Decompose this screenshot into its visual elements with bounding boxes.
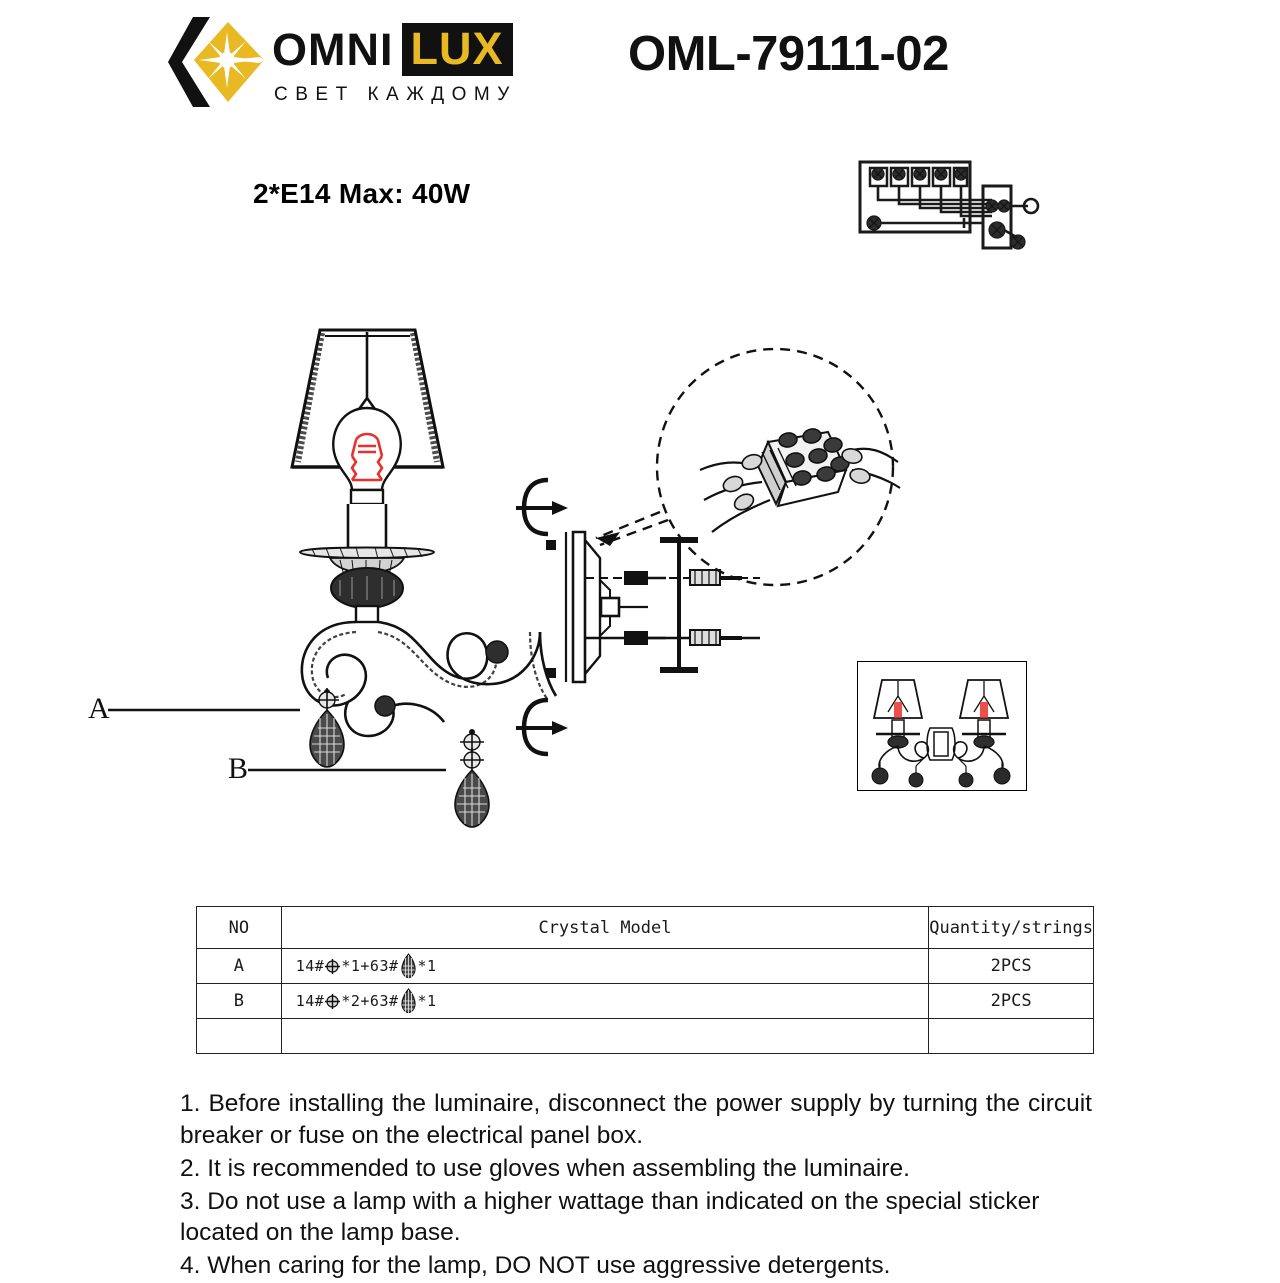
scroll-arm-icon	[300, 620, 558, 738]
round-crystal-bead-icon	[324, 957, 341, 975]
row-quantity: 2PCS	[928, 983, 1094, 1019]
page-header: OMNI LUX СВЕТ КАЖДОМУ OML-79111-02	[0, 0, 1280, 130]
product-code: OML-79111-02	[628, 27, 949, 81]
alignment-dot	[546, 540, 556, 550]
brand-omni-text: OMNI	[272, 23, 394, 75]
brand-lux-badge: LUX	[401, 22, 513, 76]
round-crystal-bead-icon	[315, 688, 339, 712]
brand-lux-text: LUX	[410, 22, 504, 74]
brand-wordmark: OMNI LUX	[272, 22, 592, 76]
instruction-item-4: 4. When caring for the lamp, DO NOT use …	[180, 1252, 891, 1280]
instruction-item-2: 2. It is recommended to use gloves when …	[180, 1154, 910, 1182]
svg-text:A: A	[88, 692, 110, 725]
row-crystal-model: 14# *1+63#	[280, 948, 930, 984]
teardrop-crystal-pendant-icon	[309, 708, 345, 768]
model-prefix: 14#	[295, 992, 325, 1010]
mounting-screw-set	[585, 537, 760, 673]
round-crystal-bead-icon	[460, 730, 484, 772]
row-no: A	[196, 948, 282, 984]
safety-instructions: 1. Before installing the luminaire, disc…	[180, 1088, 1092, 1283]
header-no: NO	[196, 906, 282, 949]
round-crystal-bead-icon	[324, 992, 341, 1010]
crystal-string-a	[309, 688, 345, 768]
teardrop-crystal-pendant-icon	[399, 953, 418, 979]
model-suffix: *1	[417, 957, 437, 975]
table-header-row: NO Crystal Model Quantity/strings	[196, 906, 1094, 949]
brand-logo: OMNI LUX СВЕТ КАЖДОМУ	[168, 12, 588, 112]
table-row: A 14# *1+63#	[196, 948, 1094, 984]
model-mid: *1+63#	[341, 957, 399, 975]
bulb-filament	[350, 432, 384, 482]
svg-text:B: B	[228, 752, 248, 785]
arm-joint-ball	[374, 640, 509, 717]
instruction-item-3: 3. Do not use a lamp with a higher watta…	[180, 1187, 1040, 1247]
callout-a: A	[88, 692, 300, 725]
teardrop-crystal-pendant-icon	[454, 768, 490, 828]
instruction-item-1: 1. Before installing the luminaire, disc…	[180, 1090, 1092, 1149]
header-crystal-model: Crystal Model	[280, 906, 930, 949]
brand-slogan: СВЕТ КАЖДОМУ	[274, 84, 517, 105]
table-footer-spacer	[196, 1018, 1094, 1054]
table-row: B 14# *2+63#	[196, 983, 1094, 1019]
wall-mount-plate-icon	[564, 530, 648, 684]
crystal-parts-table: NO Crystal Model Quantity/strings A 14# …	[196, 906, 1094, 1054]
row-crystal-model: 14# *2+63#	[280, 983, 930, 1019]
row-no: B	[196, 983, 282, 1019]
model-mid: *2+63#	[341, 992, 399, 1010]
model-suffix: *1	[417, 992, 437, 1010]
crystal-string-b	[454, 729, 490, 828]
model-prefix: 14#	[295, 957, 325, 975]
rotate-to-assemble-arrow	[516, 477, 568, 537]
two-arm-wall-sconce-thumbnail	[857, 661, 1027, 791]
assembly-diagram: A B	[0, 140, 1280, 880]
omnilux-diamond-burst-logo	[168, 14, 268, 110]
callout-b: B	[228, 752, 446, 785]
row-quantity: 2PCS	[928, 948, 1094, 984]
header-quantity: Quantity/strings	[928, 906, 1094, 949]
terminal-block-wiring-icon	[852, 158, 1040, 250]
lamp-spec-label: 2*E14 Max: 40W	[253, 178, 471, 209]
rotate-to-assemble-arrow	[516, 697, 568, 757]
teardrop-crystal-pendant-icon	[399, 988, 418, 1014]
ball-knop-icon	[330, 567, 404, 624]
candle-tube-icon	[346, 504, 388, 554]
magnified-connector-detail	[595, 347, 901, 587]
alignment-dot	[546, 668, 556, 678]
